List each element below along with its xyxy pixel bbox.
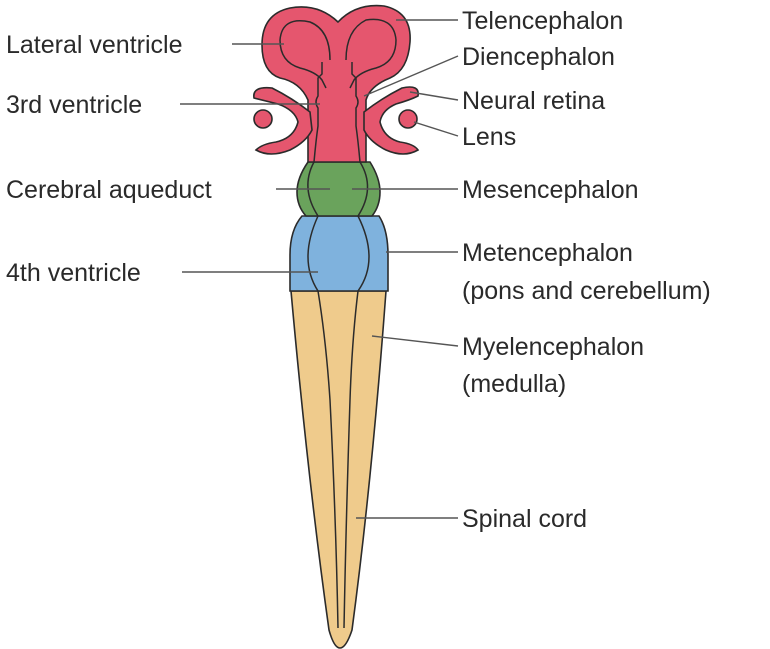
- label-third-ventricle: 3rd ventricle: [6, 91, 142, 119]
- label-fourth-ventricle: 4th ventricle: [6, 259, 141, 287]
- label-lateral-ventricle: Lateral ventricle: [6, 31, 182, 59]
- right-lens: [399, 110, 417, 128]
- left-lens: [254, 110, 272, 128]
- label-metencephalon: Metencephalon: [462, 239, 633, 267]
- spinal-cord-region: [291, 291, 386, 648]
- label-cerebral-aqueduct: Cerebral aqueduct: [6, 176, 212, 204]
- label-mesencephalon: Mesencephalon: [462, 176, 639, 204]
- leader-lens: [414, 122, 458, 136]
- label-myelencephalon-note: (medulla): [462, 370, 566, 398]
- leader-myelencephalon: [372, 336, 458, 346]
- metencephalon-region: [290, 216, 388, 291]
- label-telencephalon: Telencephalon: [462, 7, 623, 35]
- label-metencephalon-note: (pons and cerebellum): [462, 277, 711, 305]
- label-lens: Lens: [462, 123, 516, 151]
- label-diencephalon: Diencephalon: [462, 43, 615, 71]
- label-spinal-cord: Spinal cord: [462, 505, 587, 533]
- label-neural-retina: Neural retina: [462, 87, 605, 115]
- label-myelencephalon: Myelencephalon: [462, 333, 644, 361]
